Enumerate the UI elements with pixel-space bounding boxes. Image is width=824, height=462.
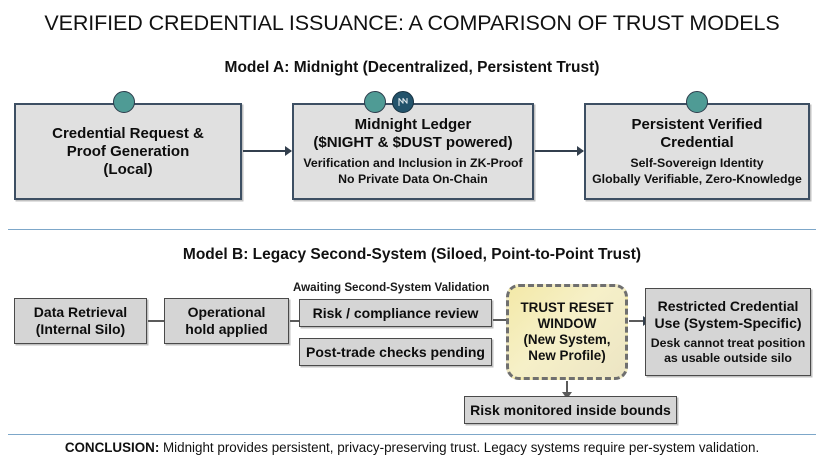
box-a3-sub-1: Self-Sovereign Identity <box>630 156 764 171</box>
model-a-step-credential-request[interactable]: Credential Request & Proof Generation (L… <box>14 103 242 200</box>
pending-item-label: Risk / compliance review <box>312 304 479 321</box>
model-b-pending-post-trade[interactable]: Post-trade checks pending <box>299 338 492 366</box>
restricted-line-2: Use (System-Specific) <box>654 314 802 331</box>
arrow-a2-to-a3 <box>535 146 584 156</box>
model-b-step-operational-hold[interactable]: Operational hold applied <box>164 298 289 344</box>
box-a1-line-3: (Local) <box>103 160 153 178</box>
model-b-pending-risk-review[interactable]: Risk / compliance review <box>299 299 492 327</box>
box-a2-line-2: ($NIGHT & $DUST powered) <box>313 134 513 152</box>
trust-reset-window[interactable]: TRUST RESET WINDOW (New System, New Prof… <box>506 284 628 380</box>
box-a2-sub-1: Verification and Inclusion in ZK-Proof <box>303 156 523 171</box>
model-b-heading: Model B: Legacy Second-System (Siloed, P… <box>182 246 642 263</box>
box-a1-line-2: Proof Generation <box>66 142 190 160</box>
midnight-logo-icon <box>392 91 414 113</box>
box-b1-line-2: (Internal Silo) <box>35 321 126 337</box>
conclusion-body: Midnight provides persistent, privacy-pr… <box>159 440 760 455</box>
box-a1-line-1: Credential Request & <box>52 124 204 142</box>
arrow-a1-to-a2 <box>243 146 292 156</box>
page-title: VERIFIED CREDENTIAL ISSUANCE: A COMPARIS… <box>44 11 780 35</box>
risk-monitored-label: Risk monitored inside bounds <box>470 401 671 418</box>
model-b-step-data-retrieval[interactable]: Data Retrieval (Internal Silo) <box>14 298 147 344</box>
box-b2-line-2: hold applied <box>185 321 268 337</box>
model-a-heading: Model A: Midnight (Decentralized, Persis… <box>224 59 600 76</box>
pending-item-label: Post-trade checks pending <box>306 343 485 360</box>
teal-node-icon <box>686 91 708 113</box>
teal-node-icon <box>364 91 386 113</box>
box-b2-line-1: Operational <box>187 304 266 321</box>
arrow-trust-reset-to-risk-monitored <box>562 381 572 399</box>
model-a-step-midnight-ledger[interactable]: Midnight Ledger ($NIGHT & $DUST powered)… <box>292 103 534 200</box>
model-b-restricted-credential-use[interactable]: Restricted Credential Use (System-Specif… <box>645 288 811 376</box>
restricted-line-1: Restricted Credential <box>657 297 799 314</box>
box-a3-line-2: Credential <box>660 134 734 152</box>
box-a2-line-1: Midnight Ledger <box>354 116 472 134</box>
restricted-sub-1: Desk cannot treat position <box>650 335 806 350</box>
model-a-step-persistent-credential[interactable]: Persistent Verified Credential Self-Sove… <box>584 103 810 200</box>
section-divider-bottom <box>8 434 816 435</box>
trust-reset-line-4: New Profile) <box>528 347 606 363</box>
section-divider-top <box>8 229 816 230</box>
trust-reset-line-2: WINDOW <box>537 316 597 332</box>
box-a3-sub-2: Globally Verifiable, Zero-Knowledge <box>592 172 802 186</box>
box-a3-line-1: Persistent Verified <box>631 116 763 134</box>
box-a2-sub-2: No Private Data On-Chain <box>338 172 488 186</box>
trust-reset-line-1: TRUST RESET <box>520 300 614 316</box>
conclusion-text: CONCLUSION: Midnight provides persistent… <box>0 440 824 455</box>
box-b1-line-1: Data Retrieval <box>33 304 128 321</box>
awaiting-validation-caption: Awaiting Second-System Validation <box>293 281 490 294</box>
conclusion-label: CONCLUSION: <box>64 440 160 455</box>
model-b-risk-monitored[interactable]: Risk monitored inside bounds <box>464 396 677 424</box>
restricted-sub-2: as usable outside silo <box>664 351 792 366</box>
teal-node-icon <box>113 91 135 113</box>
trust-reset-line-3: (New System, <box>523 332 611 347</box>
connector-pending-to-trust-reset <box>493 319 507 321</box>
